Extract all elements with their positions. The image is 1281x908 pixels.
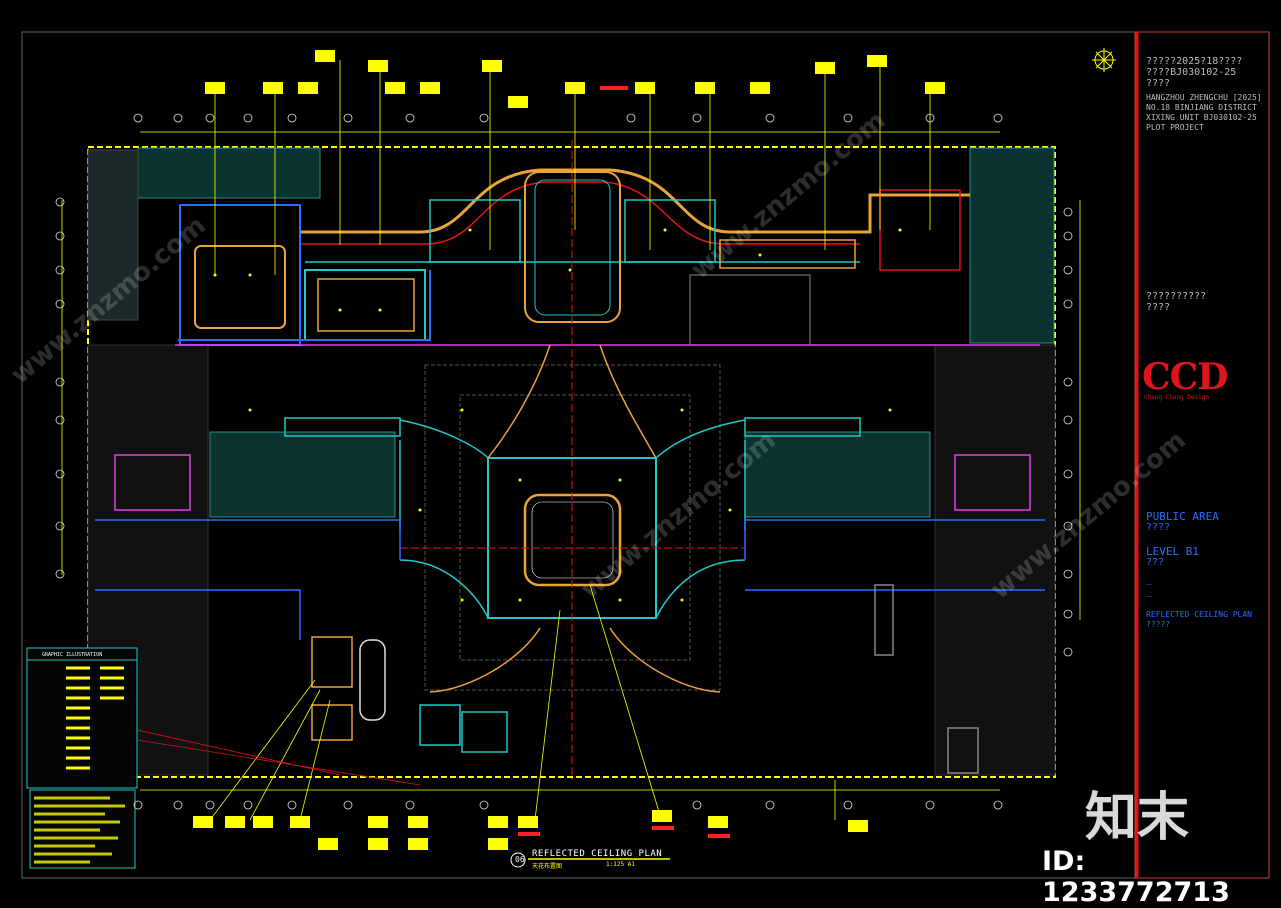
drawing-number-badge [510,852,670,868]
red-markers-bottom [518,826,730,838]
project-code-cn: ????BJ030102-25 [1146,67,1237,78]
dimension-lines [61,131,1081,791]
north-arrow-icon [1092,48,1116,72]
drawing-number: 06 [515,855,525,864]
client-name-cn: ?????????? [1146,291,1207,302]
area-en: PUBLIC AREA [1146,510,1219,523]
dash-2: _ [1146,586,1153,597]
legend-header: GRAPHIC ILLUSTRATION [42,652,103,658]
side-rooms [95,417,1045,774]
watermark-id: ID: 1233772713 [1042,846,1230,908]
drawing-title-cn: 天花布置图 [532,863,563,870]
ceiling-tags-top [205,50,945,108]
project-name-cn: ?????2025?18???? [1146,56,1243,67]
central-atrium [399,140,746,780]
watermark-brand: 知末 [1085,788,1190,848]
dash-1: _ [1146,574,1153,585]
drawing-title: REFLECTED CEILING PLAN [532,849,663,859]
title-block-frame [1134,31,1270,879]
project-en-line-3: XIXING UNIT BJ030102-25 [1146,113,1257,122]
project-en-line-2: NO.18 BINJIANG DISTRICT [1146,103,1257,112]
ceiling-tags-bottom [193,810,868,850]
red-marker-top [600,86,628,90]
ccd-logo: CCD [1142,356,1229,398]
level-en: LEVEL B1 [1146,545,1199,558]
project-tail: ???? [1146,78,1171,89]
light-fixtures [213,228,902,602]
drawing-scale: 1:125 A1 [606,861,635,868]
drawing-name-en: REFLECTED CEILING PLAN [1146,610,1252,619]
leader-lines [136,60,931,821]
legend-table [26,647,138,869]
drawing-name-cn: ????? [1146,620,1171,629]
client-tail: ???? [1146,302,1171,313]
area-cn: ???? [1146,522,1171,533]
project-en-line-4: PLOT PROJECT [1146,123,1204,132]
ccd-logo-subtitle: Cheng Chung Design [1144,394,1210,401]
grid-axis-bubbles [55,113,1073,810]
hatched-zones [87,147,1056,776]
level-cn: ??? [1146,557,1165,568]
project-en-line-1: HANGZHOU ZHENGCHU [2025] [1146,93,1262,102]
